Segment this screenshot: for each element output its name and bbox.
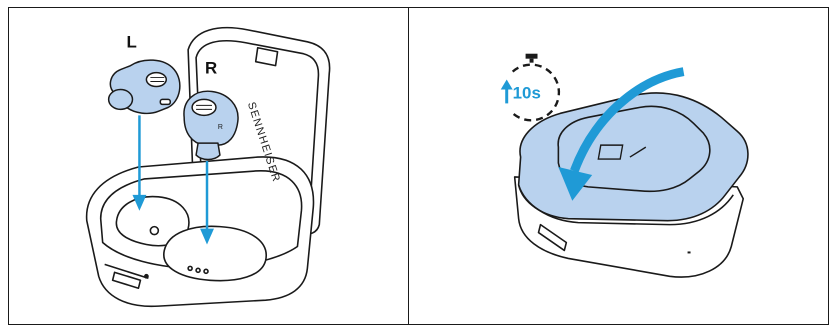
panel-close-lid: 10s bbox=[408, 7, 829, 325]
close-lid-illustration: 10s bbox=[409, 8, 828, 324]
insert-earbuds-illustration: SENNHEISER L R R bbox=[9, 8, 409, 324]
timer-label: 10s bbox=[513, 83, 541, 102]
panel-insert-earbuds: SENNHEISER L R R bbox=[8, 7, 410, 325]
svg-text:R: R bbox=[218, 124, 223, 131]
earbud-left-label: L bbox=[127, 33, 137, 52]
earbud-right-label: R bbox=[205, 59, 217, 78]
charging-case-closed-icon bbox=[515, 93, 748, 277]
earbud-left-icon bbox=[109, 60, 180, 113]
insert-arrow-icon bbox=[132, 115, 146, 210]
